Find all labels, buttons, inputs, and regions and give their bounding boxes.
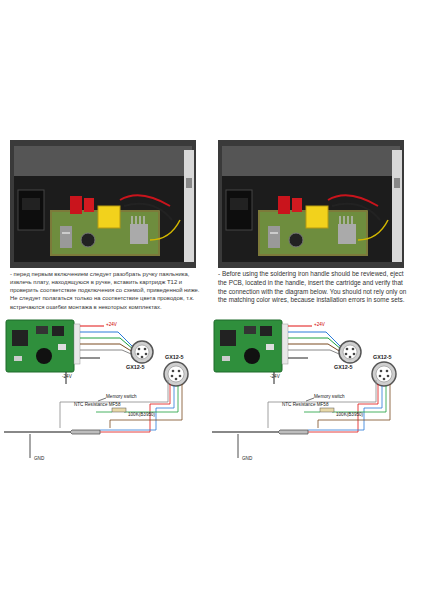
voltage-label: +24V bbox=[314, 322, 325, 327]
voltage-label: -24V bbox=[270, 374, 280, 379]
ground-label: GND bbox=[34, 456, 44, 461]
note-paragraph: - перед первым включением следует разобр… bbox=[10, 270, 202, 311]
voltage-label: +24V bbox=[106, 322, 117, 327]
connector-label: GX12-5 bbox=[373, 355, 392, 361]
note-paragraph: - Before using the soldering iron handle… bbox=[218, 270, 410, 305]
switch-label: Memory switch bbox=[106, 394, 137, 399]
resistor-label: NTC Resistance MF58 bbox=[282, 402, 328, 407]
ground-label: GND bbox=[242, 456, 252, 461]
voltage-label: -24V bbox=[62, 374, 72, 379]
connector-label: GX12-5 bbox=[126, 365, 145, 371]
resistor-value: 100K(B3950) bbox=[128, 412, 155, 417]
resistor-value: 100K(B3950) bbox=[336, 412, 363, 417]
connector-label: GX12-5 bbox=[165, 355, 184, 361]
resistor-label: NTC Resistance MF58 bbox=[74, 402, 120, 407]
connector-label: GX12-5 bbox=[334, 365, 353, 371]
switch-label: Memory switch bbox=[314, 394, 345, 399]
